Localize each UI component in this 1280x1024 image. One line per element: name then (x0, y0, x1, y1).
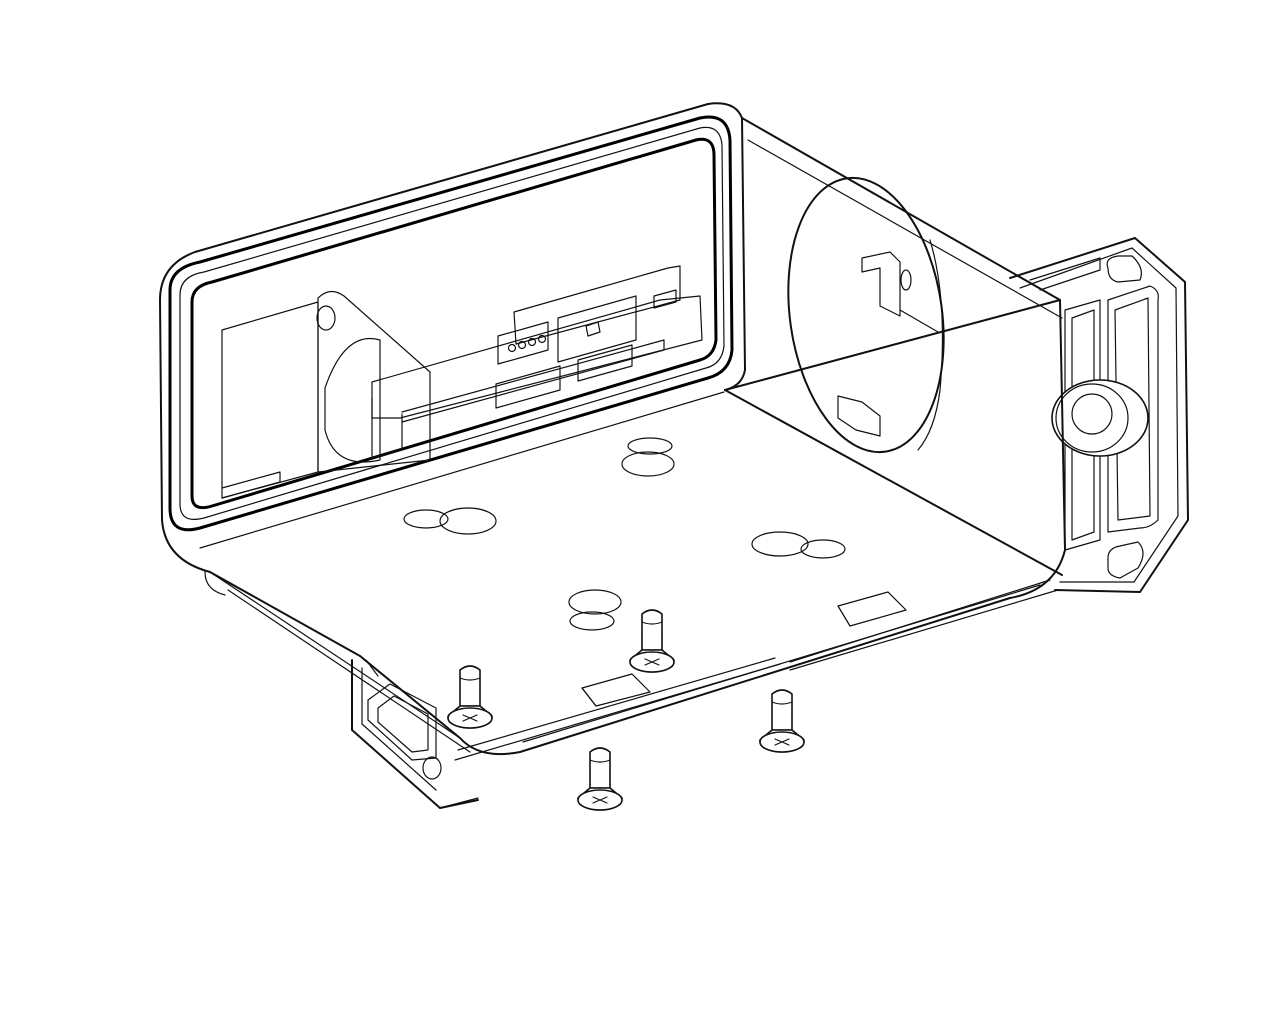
plate-slots (581, 591, 907, 707)
screw-3-icon (577, 747, 623, 811)
base-plate-holes (403, 437, 846, 631)
mount-hole (569, 611, 615, 631)
side-round-port (787, 176, 945, 454)
front-window-frame (168, 115, 734, 532)
mount-hole (627, 437, 673, 455)
mount-hole (439, 507, 497, 535)
right-mounting-flange (1009, 237, 1189, 593)
mount-hole (568, 589, 622, 615)
mount-hole (403, 509, 449, 529)
mount-hole (751, 531, 809, 557)
left-mounting-flange (351, 659, 479, 809)
screw-4-icon (759, 689, 805, 753)
screws-group (447, 609, 805, 811)
knob-icon (1051, 379, 1149, 457)
housing-body (159, 102, 1066, 761)
mount-hole (621, 451, 675, 477)
screw-2-icon (447, 665, 493, 729)
mount-hole (800, 539, 846, 559)
screw-1-icon (629, 609, 675, 673)
